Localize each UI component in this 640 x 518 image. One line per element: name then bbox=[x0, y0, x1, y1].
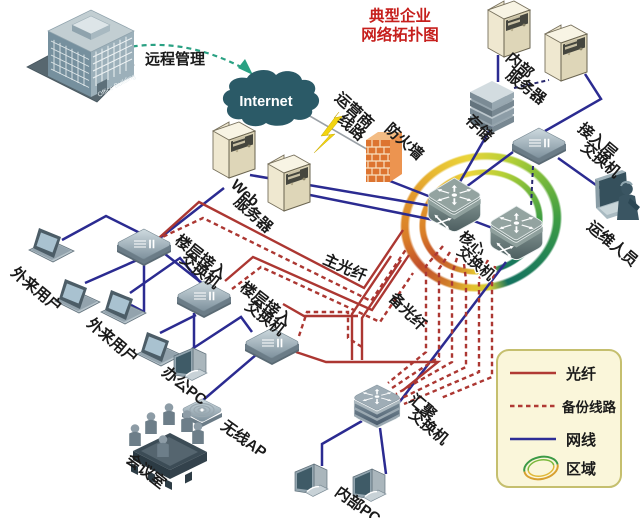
svg-text:主光纤: 主光纤 bbox=[320, 250, 369, 285]
svg-text:网络拓扑图: 网络拓扑图 bbox=[361, 25, 439, 44]
svg-text:Internet: Internet bbox=[239, 94, 292, 110]
svg-text:区域: 区域 bbox=[566, 460, 596, 478]
svg-text:运维人员: 运维人员 bbox=[583, 217, 640, 270]
svg-text:外来用户: 外来用户 bbox=[7, 263, 66, 316]
svg-text:外来用户: 外来用户 bbox=[83, 314, 142, 367]
svg-text:网线: 网线 bbox=[566, 431, 596, 449]
svg-text:备份线路: 备份线路 bbox=[561, 399, 616, 415]
svg-text:远程管理: 远程管理 bbox=[145, 50, 205, 68]
svg-text:典型企业: 典型企业 bbox=[369, 6, 431, 25]
svg-text:备光纤: 备光纤 bbox=[384, 288, 430, 334]
svg-text:光纤: 光纤 bbox=[565, 365, 596, 383]
svg-text:无线AP: 无线AP bbox=[217, 416, 270, 461]
